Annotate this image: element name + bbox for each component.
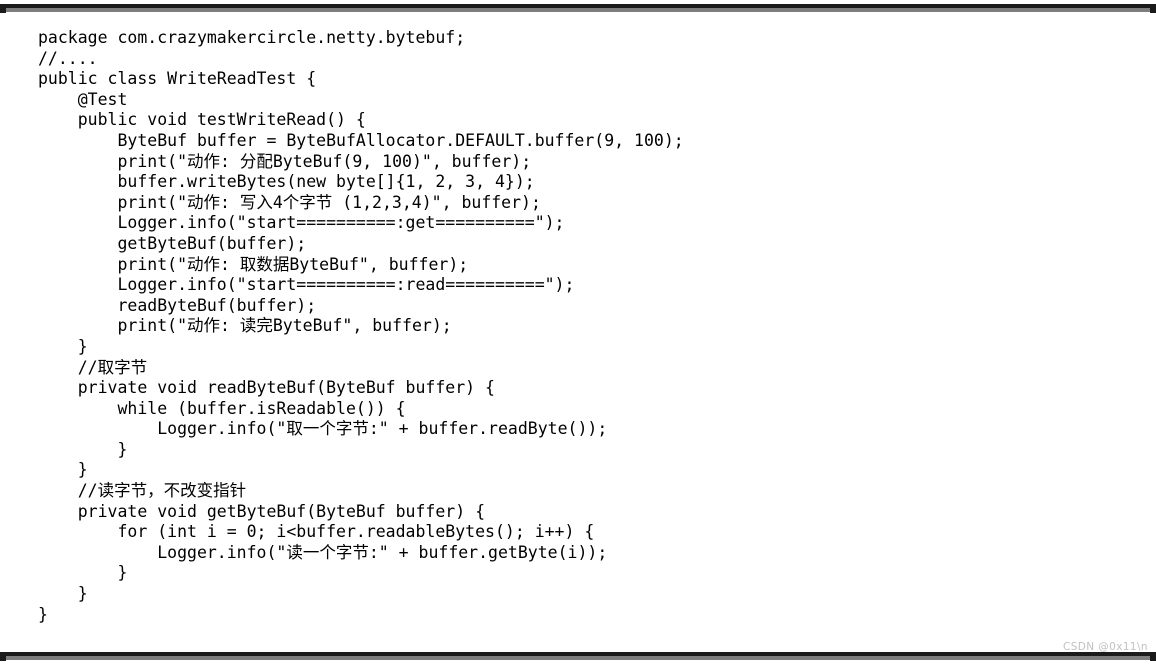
bottom-rule-shadow [6,656,1150,660]
top-rule-right-cap [1150,4,1156,13]
code-line: } [38,460,88,480]
top-rule-shadow [6,8,1150,12]
code-line: Logger.info("读一个字节:" + buffer.getByte(i)… [38,542,608,562]
code-line: while (buffer.isReadable()) { [38,398,406,418]
code-line: Logger.info("start==========:get========… [38,213,565,233]
bottom-rule-right-cap [1150,652,1156,661]
code-line: package com.crazymakercircle.netty.byteb… [38,28,466,47]
code-line: private void getByteBuf(ByteBuf buffer) … [38,501,486,521]
code-listing: package com.crazymakercircle.netty.byteb… [0,20,1156,646]
code-line: //取字节 [38,357,148,377]
code-line: Logger.info("start==========:read=======… [38,275,575,295]
code-line: } [38,336,88,356]
code-line: @Test [38,89,128,109]
top-rule-bar [6,4,1150,8]
code-line: Logger.info("取一个字节:" + buffer.readByte()… [38,419,608,439]
code-line: print("动作: 取数据ByteBuf", buffer); [38,254,469,274]
top-rule-left-cap [0,4,6,13]
code-line: //.... [38,48,98,68]
code-block: package com.crazymakercircle.netty.byteb… [0,28,1156,625]
code-line: public class WriteReadTest { [38,69,317,89]
code-line: ByteBuf buffer = ByteBufAllocator.DEFAUL… [38,130,684,150]
code-line: for (int i = 0; i<buffer.readableBytes()… [38,522,595,542]
code-line: readByteBuf(buffer); [38,295,317,315]
code-line: print("动作: 写入4个字节 (1,2,3,4)", buffer); [38,192,541,212]
code-line: } [38,604,48,624]
csdn-watermark: CSDN @0x11\n [1062,641,1148,653]
top-rule [0,4,1156,13]
code-line: getByteBuf(buffer); [38,233,307,253]
bottom-rule-bar [6,652,1150,656]
code-line: buffer.writeBytes(new byte[]{1, 2, 3, 4}… [38,172,535,192]
bottom-rule [0,652,1156,661]
code-line: print("动作: 分配ByteBuf(9, 100)", buffer); [38,151,532,171]
code-line: } [38,584,88,604]
code-line: //读字节，不改变指针 [38,481,247,501]
code-line: private void readByteBuf(ByteBuf buffer)… [38,378,495,398]
code-line: } [38,563,128,583]
code-line: print("动作: 读完ByteBuf", buffer); [38,316,452,336]
code-line: } [38,439,128,459]
bottom-rule-left-cap [0,652,6,661]
code-line: public void testWriteRead() { [38,110,366,130]
